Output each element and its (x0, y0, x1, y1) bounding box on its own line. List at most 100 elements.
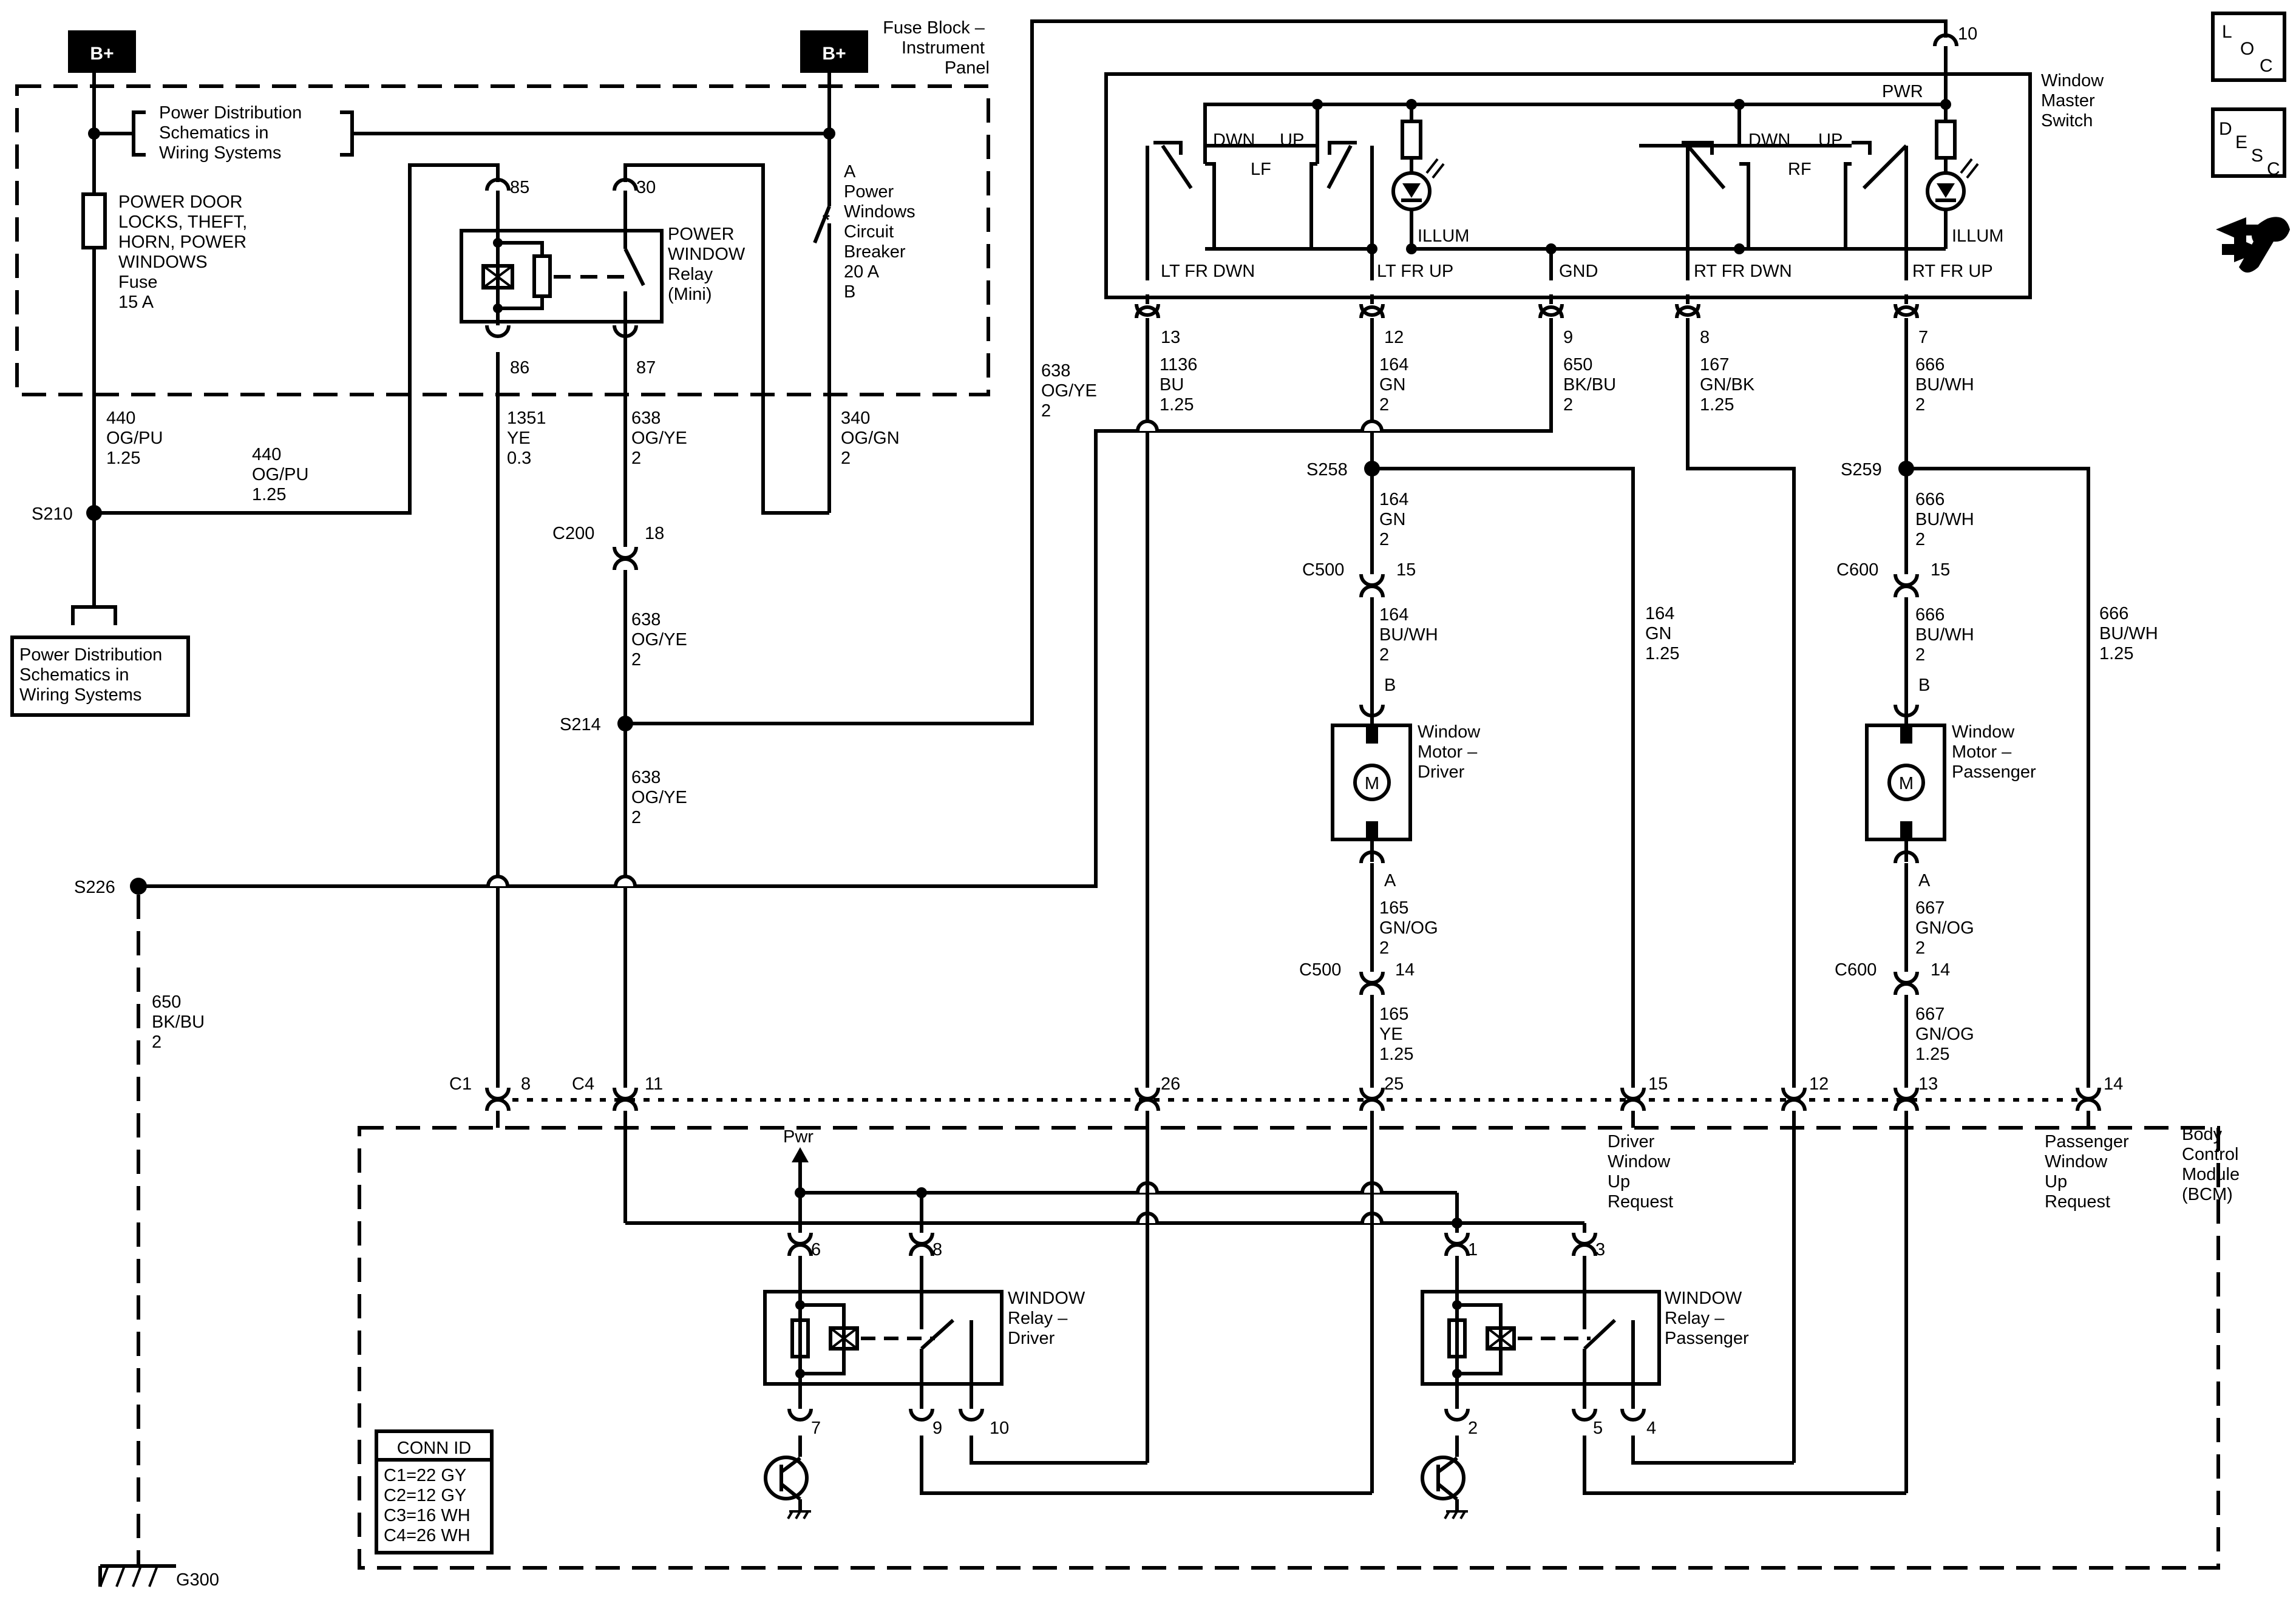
loc-icon[interactable]: L O C (2211, 12, 2286, 82)
c500b-pin: 14 (1395, 960, 1415, 980)
lf-switch (1146, 104, 1377, 280)
wire-164d-label: 164 GN 1.25 (1645, 604, 1679, 663)
relay-pass-label: WINDOW Relay – Passenger (1665, 1289, 1749, 1348)
wire-165b-label: 165 YE 1.25 (1379, 1005, 1413, 1064)
c4-pin: 11 (645, 1074, 663, 1094)
bcm-pin-13: 13 (1918, 1074, 1938, 1094)
pwr-label: PWR (1882, 82, 1923, 101)
term-rt-fr-up: RT FR UP (1912, 262, 1993, 281)
driver-up-request-label: Driver Window Up Request (1608, 1132, 1675, 1212)
s214-label: S214 (560, 715, 601, 734)
wire-440a-label: 440 OG/PU 1.25 (106, 408, 168, 468)
bcm-pin-26: 26 (1161, 1074, 1180, 1094)
pds-top-label: Power Distribution Schematics in Wiring … (159, 103, 307, 163)
rf-switch (1639, 104, 1908, 280)
window-motor-passenger: M (1865, 695, 1946, 862)
relay-pass-pin-3: 3 (1595, 1240, 1605, 1259)
bcm-pin-12: 12 (1809, 1074, 1829, 1094)
tools-arrows-icon[interactable] (2216, 217, 2290, 273)
splice-s226 (130, 878, 147, 895)
master-switch-title: Window Master Switch (2041, 71, 2108, 131)
window-master-switch (1104, 72, 2032, 299)
wire-638d-label: 638 OG/YE 2 (1041, 361, 1102, 421)
motor-pass-pin-a: A (1918, 871, 1931, 890)
illum-led-right (1906, 120, 1979, 251)
c500a-pin: 15 (1396, 560, 1416, 580)
wire-650b-label: 650 BK/BU 2 (1563, 355, 1621, 415)
c500a-label: C500 (1302, 560, 1344, 580)
lf-dwn-label: DWN (1213, 131, 1255, 150)
rf-dwn-label: DWN (1748, 131, 1790, 150)
c600b-label: C600 (1835, 960, 1877, 980)
motor-pass-label: Window Motor – Passenger (1952, 722, 2036, 782)
switch-pin-7: 7 (1918, 328, 1928, 347)
c200-pin: 18 (645, 524, 664, 543)
wire-666c-label: 666 BU/WH 2 (1915, 605, 1979, 665)
relay-pin-30: 30 (636, 178, 656, 197)
bcm-pin-14: 14 (2104, 1074, 2123, 1094)
illum-left-label: ILLUM (1418, 226, 1469, 246)
c600a-pin: 15 (1931, 560, 1950, 580)
wire-638a-label: 638 OG/YE 2 (631, 408, 692, 468)
c600a-label: C600 (1836, 560, 1878, 580)
pass-up-request-label: Passenger Window Up Request (2045, 1132, 2134, 1212)
ground-g300 (98, 1564, 176, 1587)
g300-label: G300 (176, 1570, 219, 1590)
relay-pin-87: 87 (636, 358, 656, 378)
b-plus-right: B+ (800, 30, 868, 73)
relay-driver-pin-9: 9 (932, 1419, 942, 1438)
s259-label: S259 (1841, 460, 1882, 480)
svg-text:O: O (2240, 39, 2254, 59)
rf-label: RF (1788, 160, 1812, 179)
term-rt-fr-dwn: RT FR DWN (1694, 262, 1792, 281)
motor-driver-label: Window Motor – Driver (1418, 722, 1485, 782)
svg-text:D: D (2219, 119, 2232, 139)
svg-text:M: M (1899, 774, 1914, 793)
wire-165a-label: 165 GN/OG 2 (1379, 898, 1443, 958)
wire-164a-label: 164 GN 2 (1379, 355, 1413, 415)
svg-text:L: L (2222, 22, 2232, 42)
s258-label: S258 (1306, 460, 1348, 480)
term-lt-fr-up: LT FR UP (1377, 262, 1453, 281)
s226-label: S226 (74, 878, 115, 897)
relay-pass-pin-2: 2 (1468, 1419, 1478, 1438)
wire-440b-label: 440 OG/PU 1.25 (252, 445, 314, 504)
relay-driver-pin-10: 10 (990, 1419, 1009, 1438)
bcm-title: Body Control Module (BCM) (2182, 1125, 2244, 1204)
motor-driver-pin-a: A (1384, 871, 1396, 890)
c1-label: C1 (449, 1074, 472, 1094)
fuse-block-label: Fuse Block – Instrument Panel (883, 18, 990, 78)
fuse-block-border (15, 84, 990, 396)
relay-driver-label: WINDOW Relay – Driver (1008, 1289, 1090, 1348)
window-motor-driver: M (1331, 695, 1412, 862)
conn-id-table (375, 1429, 494, 1554)
s210-label: S210 (32, 504, 73, 524)
breaker-label: A Power Windows Circuit Breaker 20 A B (844, 162, 920, 302)
relay-main-label: POWER WINDOW Relay (Mini) (668, 225, 750, 304)
power-window-relay (460, 180, 664, 355)
relay-pin-86: 86 (510, 358, 529, 378)
relay-pass-pin-1: 1 (1468, 1240, 1478, 1259)
svg-text:C: C (2260, 56, 2273, 76)
circuit-breaker: * (813, 205, 831, 513)
desc-icon[interactable]: D E S C (2211, 107, 2286, 179)
svg-text:C: C (2267, 159, 2280, 179)
transistor-passenger (1421, 1456, 1468, 1520)
lf-label: LF (1251, 160, 1271, 179)
pds-box-label: Power Distribution Schematics in Wiring … (19, 645, 167, 705)
wire-1136-label: 1136 BU 1.25 (1160, 355, 1202, 415)
wire-164b-label: 164 GN 2 (1379, 490, 1413, 549)
relay-pin-85: 85 (510, 178, 529, 197)
switch-pin-13: 13 (1161, 328, 1180, 347)
term-lt-fr-dwn: LT FR DWN (1161, 262, 1255, 281)
pwr-label-bcm: Pwr (783, 1127, 813, 1147)
switch-pin-8: 8 (1700, 328, 1710, 347)
relay-pass-pin-5: 5 (1593, 1419, 1603, 1438)
window-relay-passenger (1421, 1223, 1661, 1420)
fuse-label: POWER DOOR LOCKS, THEFT, HORN, POWER WIN… (118, 192, 252, 312)
switch-pin-12: 12 (1384, 328, 1404, 347)
motor-driver-pin-b: B (1384, 676, 1396, 695)
b-plus-left: B+ (68, 30, 136, 73)
switch-pin-9: 9 (1563, 328, 1573, 347)
